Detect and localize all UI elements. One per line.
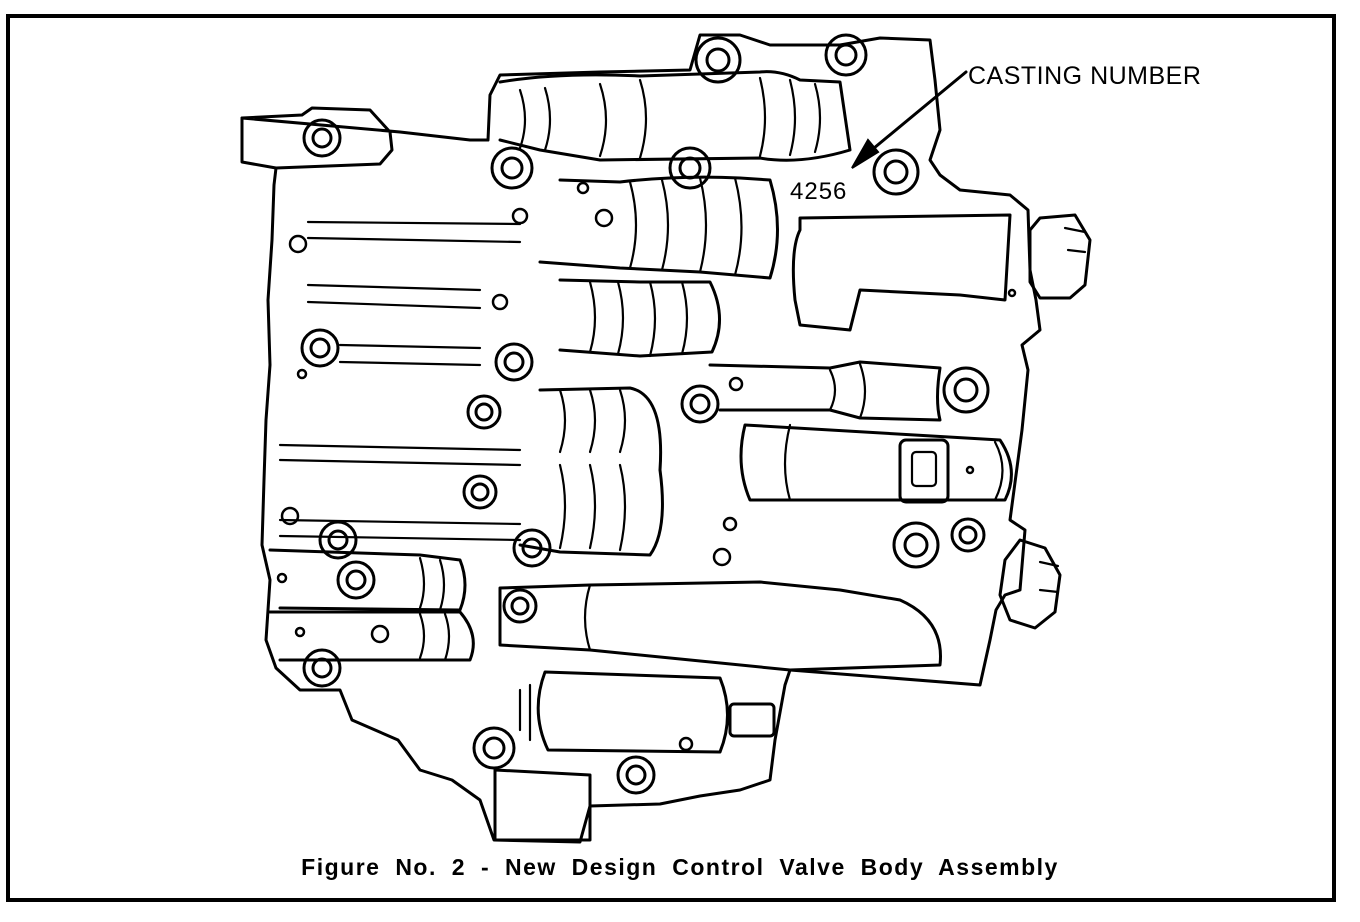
pin-hole (280, 506, 300, 526)
bolt-hole-inner (678, 156, 702, 180)
bolt-hole (872, 148, 920, 196)
bolt-hole (472, 726, 516, 770)
bolt-hole-inner (510, 596, 530, 616)
bolt-holes (300, 33, 990, 795)
bolt-hole-inner (903, 532, 929, 558)
solenoid-body (739, 423, 1013, 502)
figure-caption: Figure No. 2 - New Design Control Valve … (301, 854, 1059, 880)
pin-hole (288, 234, 308, 254)
pin-hole (370, 624, 390, 644)
bolt-hole (300, 328, 340, 368)
third-bore (558, 278, 722, 358)
bolt-hole-inner (521, 537, 543, 559)
bolt-hole-inner (625, 764, 647, 786)
bolt-hole (502, 588, 538, 624)
pin-hole (296, 368, 308, 380)
pin-hole (491, 293, 509, 311)
casting-number-value: 4256 (790, 178, 848, 205)
pin-hole (1007, 288, 1017, 298)
bolt-hole (336, 560, 376, 600)
pin-hole (511, 207, 529, 225)
bolt-hole-inner (311, 657, 333, 679)
pin-hole (594, 208, 614, 228)
lower-connector (998, 538, 1062, 630)
bolt-hole-inner (482, 736, 506, 760)
bolt-hole-inner (345, 569, 367, 591)
bolt-hole (512, 528, 552, 568)
bolt-hole-inner (834, 43, 858, 67)
bolt-hole-inner (503, 351, 525, 373)
pin-hole (294, 626, 306, 638)
casting-number-label: CASTING NUMBER (968, 62, 1202, 90)
bolt-hole-inner (327, 529, 349, 551)
upper-right-spool (708, 360, 942, 422)
right-cavity (791, 213, 1012, 332)
bolt-hole-inner (883, 159, 909, 185)
upper-bore (498, 70, 852, 162)
pin-hole (678, 736, 694, 752)
pin-hole (728, 376, 744, 392)
pin-hole (965, 465, 975, 475)
lower-bore (498, 580, 942, 672)
bolt-hole (490, 146, 534, 190)
bolt-hole-inner (474, 402, 494, 422)
pin-hole (712, 547, 732, 567)
bolt-hole (942, 366, 990, 414)
bolt-hole (302, 118, 342, 158)
bolt-hole-inner (689, 393, 711, 415)
bolt-hole (694, 36, 742, 84)
bolt-hole-inner (311, 127, 333, 149)
bolt-hole (462, 474, 498, 510)
bolt-hole (494, 342, 534, 382)
upper-connector (1028, 213, 1092, 300)
bolt-hole-inner (500, 156, 524, 180)
left-lower-spools (268, 548, 475, 662)
bolt-hole (318, 520, 358, 560)
bolt-hole-inner (953, 377, 979, 403)
bolt-hole (892, 521, 940, 569)
bolt-hole-inner (705, 47, 731, 73)
pin-hole (276, 572, 288, 584)
bolt-hole (668, 146, 712, 190)
bolt-hole (680, 384, 720, 424)
callout-arrowhead (851, 138, 880, 169)
pin-holes (276, 181, 1017, 752)
bottom-cylinder (536, 670, 729, 754)
pin-hole (722, 516, 738, 532)
callout-arrow-line (860, 70, 968, 160)
bolt-hole-inner (309, 337, 331, 359)
bolt-hole-inner (958, 525, 978, 545)
bolt-hole (302, 648, 342, 688)
pin-hole (576, 181, 590, 195)
bolt-hole (466, 394, 502, 430)
bolt-hole (616, 755, 656, 795)
bolt-hole (824, 33, 868, 77)
passage-lines (278, 220, 522, 542)
second-bore (538, 175, 779, 280)
bottom-housing (493, 768, 592, 842)
bolt-hole-inner (470, 482, 490, 502)
bolt-hole (950, 517, 986, 553)
left-flange (240, 116, 278, 170)
mid-bore-a (518, 386, 664, 557)
